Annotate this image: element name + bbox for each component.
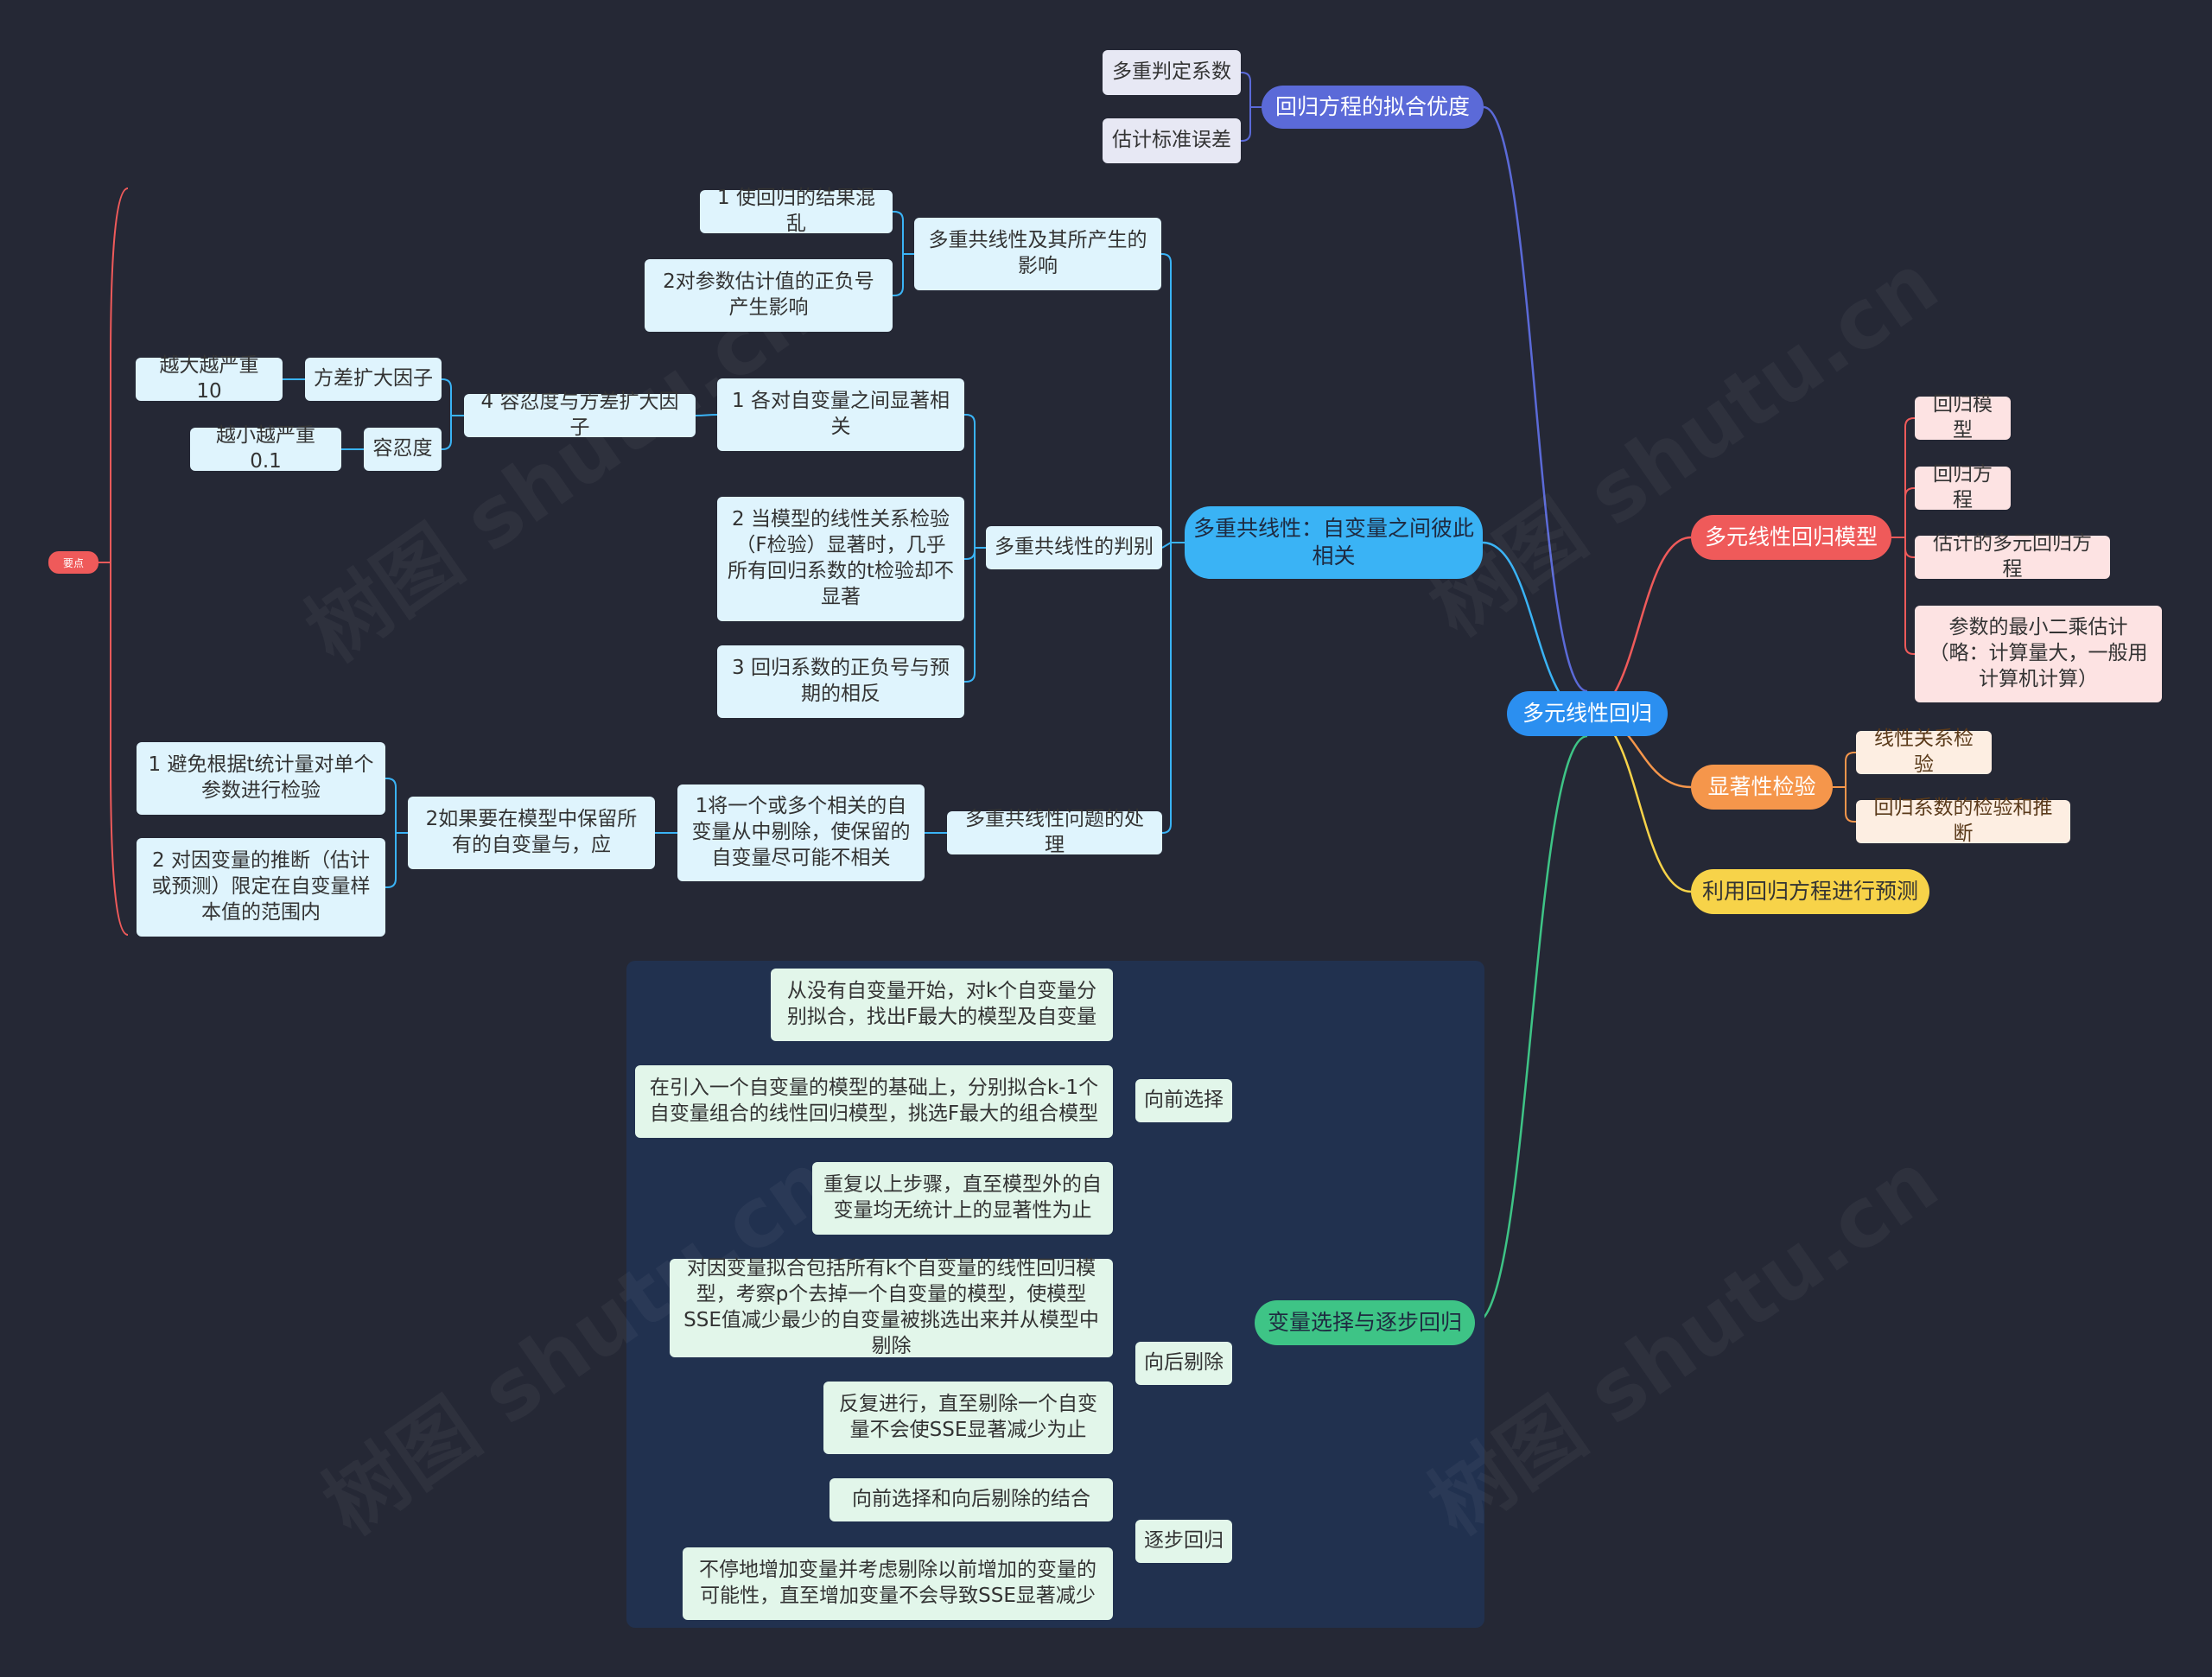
model-item-node[interactable]: 回归方程 — [1915, 463, 2011, 511]
connector-line — [964, 414, 986, 549]
connector-line — [1586, 712, 1692, 893]
detect-item-node[interactable]: 1 各对自变量之间显著相关 — [717, 378, 964, 451]
prediction-node[interactable]: 利用回归方程进行预测 — [1691, 869, 1929, 914]
vif-node[interactable]: 方差扩大因子 — [305, 358, 442, 401]
connector-line — [1483, 105, 1588, 693]
forward-item-node[interactable]: 重复以上步骤，直至模型外的自变量均无统计上的显著性为止 — [812, 1162, 1113, 1235]
connector-line — [1833, 752, 1856, 788]
connector-line — [442, 378, 464, 416]
connector-line — [1891, 487, 1915, 538]
detect-item-node[interactable]: 3 回归系数的正负号与预期的相反 — [717, 645, 964, 718]
connector-line — [1891, 537, 1915, 655]
forward-item-node[interactable]: 在引入一个自变量的模型的基础上，分别拟合k-1个自变量组合的线性回归模型，挑选F… — [635, 1065, 1113, 1138]
connector-line — [893, 253, 914, 296]
significance-item-node[interactable]: 回归系数的检验和推断 — [1856, 797, 2070, 845]
connector-line — [964, 547, 986, 683]
connector-line — [893, 211, 914, 255]
connector-line — [1833, 786, 1856, 823]
connector-line — [1161, 253, 1172, 543]
tolerance-note-node[interactable]: 越小越严重 0.1 — [190, 424, 341, 473]
root-node[interactable]: 多元线性回归 — [1507, 691, 1668, 736]
significance-item-node[interactable]: 线性关系检验 — [1856, 727, 1992, 776]
step-node[interactable]: 逐步回归 — [1135, 1520, 1232, 1563]
backward-item-node[interactable]: 对因变量拟合包括所有k个自变量的线性回归模型，考察p个去掉一个自变量的模型，使模… — [670, 1257, 1113, 1357]
model-item-node[interactable]: 参数的最小二乘估计（略：计算量大，一般用计算机计算） — [1915, 606, 2162, 702]
multicol-handle-node[interactable]: 多重共线性问题的处理 — [947, 808, 1162, 856]
backward-node[interactable]: 向后剔除 — [1135, 1342, 1232, 1385]
key-points-marker[interactable]: 要点 — [48, 551, 99, 574]
connector-line — [1891, 417, 1915, 538]
connector-line — [442, 415, 464, 450]
model-node[interactable]: 多元线性回归模型 — [1691, 515, 1891, 560]
backward-item-node[interactable]: 反复进行，直至剔除一个自变量不会使SSE显著减少为止 — [823, 1382, 1113, 1454]
connector-line — [1161, 542, 1172, 549]
forward-node[interactable]: 向前选择 — [1135, 1079, 1232, 1122]
step-item-node[interactable]: 不停地增加变量并考虑剔除以前增加的变量的可能性，直至增加变量不会导致SSE显著减… — [683, 1547, 1113, 1620]
connector-line — [1161, 543, 1172, 834]
effect-item-node[interactable]: 2对参数估计值的正负号产生影响 — [645, 259, 893, 332]
tolerance-node[interactable]: 容忍度 — [364, 428, 442, 471]
handle-item-node[interactable]: 2如果要在模型中保留所有的自变量与，应 — [408, 797, 655, 869]
model-item-node[interactable]: 估计的多元回归方程 — [1915, 532, 2110, 581]
connector-line — [99, 187, 129, 936]
stepwise-node[interactable]: 变量选择与逐步回归 — [1255, 1300, 1475, 1345]
handle-sub-node[interactable]: 1 避免根据t统计量对单个参数进行检验 — [137, 742, 385, 815]
connector-line — [1241, 106, 1262, 142]
connector-line — [385, 832, 408, 888]
connector-line — [1474, 734, 1588, 1324]
detect-item-node[interactable]: 4 容忍度与方差扩大因子 — [464, 391, 696, 439]
effect-item-node[interactable]: 1 使回归的结果混乱 — [700, 187, 893, 235]
connector-line — [1241, 72, 1262, 108]
vif-note-node[interactable]: 越大越严重 10 — [136, 354, 283, 403]
handle-sub-node[interactable]: 2 对因变量的推断（估计或预测）限定在自变量样本值的范围内 — [137, 838, 385, 937]
fit-goodness-node[interactable]: 回归方程的拟合优度 — [1262, 86, 1484, 129]
fit-item-node[interactable]: 估计标准误差 — [1103, 118, 1241, 163]
detect-item-node[interactable]: 2 当模型的线性关系检验（F检验）显著时，几乎所有回归系数的t检验却不显著 — [717, 497, 964, 621]
forward-item-node[interactable]: 从没有自变量开始，对k个自变量分别拟合，找出F最大的模型及自变量 — [771, 969, 1113, 1041]
multicollinearity-node[interactable]: 多重共线性：自变量之间彼此相关 — [1185, 506, 1483, 579]
handle-item-node[interactable]: 1将一个或多个相关的自变量从中剔除，使保留的自变量尽可能不相关 — [677, 785, 925, 881]
model-item-node[interactable]: 回归模型 — [1915, 393, 2011, 441]
connector-line — [1891, 537, 1915, 558]
multicol-effect-node[interactable]: 多重共线性及其所产生的影响 — [914, 218, 1161, 290]
step-item-node[interactable]: 向前选择和向后剔除的结合 — [830, 1478, 1113, 1521]
fit-item-node[interactable]: 多重判定系数 — [1103, 50, 1241, 95]
significance-node[interactable]: 显著性检验 — [1691, 765, 1833, 810]
connector-line — [385, 778, 408, 834]
connector-line — [695, 414, 718, 416]
multicol-detect-node[interactable]: 多重共线性的判别 — [986, 526, 1162, 569]
